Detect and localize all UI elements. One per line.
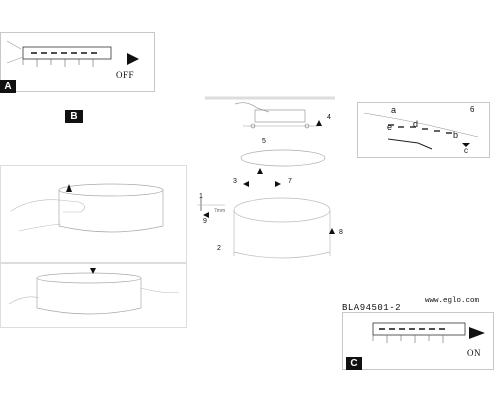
arrow-8-icon <box>329 228 335 234</box>
off-arrow-icon <box>127 53 139 65</box>
callout-1: 1 <box>199 193 203 200</box>
switch-terminal-block-a <box>6 40 139 67</box>
panel-shade-install <box>0 165 187 263</box>
wiring-letter-e: e <box>387 122 393 132</box>
on-arrow-icon <box>469 327 485 339</box>
arrow-4-icon <box>316 120 322 126</box>
panel-c: ON <box>342 312 494 370</box>
callout-5: 5 <box>262 138 266 145</box>
switch-terminal-block-c <box>372 322 485 343</box>
up-arrow-icon <box>66 184 72 192</box>
shade-rotate-drawing <box>8 268 180 315</box>
callout-2: 2 <box>217 245 221 252</box>
shade-install-drawing <box>10 183 164 233</box>
callout-8: 8 <box>339 229 343 236</box>
arrow-7-icon <box>275 181 281 187</box>
panel-c-tag: C <box>346 357 362 370</box>
off-label: OFF <box>116 70 135 80</box>
arrow-3-icon <box>243 181 249 187</box>
arrow-9-icon <box>203 212 209 218</box>
wiring-letter-a: a <box>391 105 397 115</box>
wiring-letter-b: b <box>453 130 459 140</box>
wiring-letter-6: 6 <box>470 105 475 114</box>
wiring-detail-drawing <box>363 112 479 150</box>
on-label: ON <box>467 348 481 358</box>
panel-wiring-detail: a 6 e d b c <box>357 102 490 158</box>
callout-9: 9 <box>203 218 207 225</box>
website-url: www.eglo.com <box>425 297 480 305</box>
panel-shade-rotate <box>0 263 187 328</box>
panel-b-tag: B <box>65 110 83 123</box>
exploded-fixture-drawing <box>205 96 335 259</box>
wiring-letter-c: c <box>464 146 468 155</box>
wiring-letter-d: d <box>413 119 419 129</box>
callout-mm: 7mm <box>214 208 226 214</box>
down-arrow-icon <box>90 268 96 274</box>
screw-detail-drawing <box>197 197 225 218</box>
wiring-arrow-icon <box>462 143 470 147</box>
callout-7: 7 <box>288 178 292 185</box>
arrow-5-icon <box>257 168 263 174</box>
callout-4: 4 <box>327 114 331 121</box>
callout-3: 3 <box>233 178 237 185</box>
panel-a: OFF <box>0 32 155 92</box>
model-number: BLA94501-2 <box>342 303 402 313</box>
panel-a-tag: A <box>0 80 16 93</box>
